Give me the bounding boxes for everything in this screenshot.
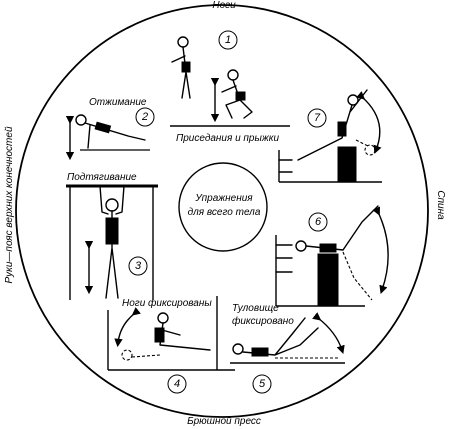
- exercise-4-label: Ноги фиксированы: [122, 297, 212, 309]
- exercise-2-number: 2: [141, 111, 148, 123]
- exercise-4-number-circle: [167, 374, 187, 394]
- exercise-7-number-circle: [307, 108, 327, 128]
- sector-label-back: Спина: [435, 190, 446, 220]
- exercise-5-label-line2: фиксировано: [232, 315, 294, 327]
- exercise-2-label: Отжимание: [89, 97, 147, 108]
- exercise-1-label: Приседания и прыжки: [176, 133, 279, 144]
- exercise-4-illustration: [107, 296, 235, 371]
- exercise-5-illustration: [230, 312, 345, 364]
- exercise-1-number-circle: [218, 30, 238, 50]
- exercise-2-number-circle: [135, 107, 155, 127]
- exercise-1-illustration: [170, 36, 290, 127]
- exercise-6-number-circle: [308, 212, 328, 232]
- exercise-5-label-line1: Туловище: [232, 303, 279, 314]
- exercise-7-illustration: [278, 89, 382, 183]
- exercise-7-number: 7: [314, 112, 321, 124]
- center-circle: [178, 162, 268, 252]
- exercise-6-illustration: [275, 205, 389, 307]
- exercise-3-label: Подтягивание: [67, 172, 137, 183]
- exercise-2-illustration: [65, 114, 150, 161]
- exercise-3-number: 3: [135, 260, 142, 272]
- exercise-5-number: 5: [259, 378, 266, 390]
- exercise-5-number-circle: [252, 374, 272, 394]
- exercise-3-illustration: [66, 184, 158, 300]
- exercise-6-number: 6: [315, 216, 322, 228]
- sector-label-legs: Ноги: [212, 0, 236, 11]
- center-text-line1: Упражнения: [194, 193, 253, 204]
- exercise-4-number: 4: [174, 378, 180, 390]
- sector-label-arms: Руки—пояс верхних конечностей: [4, 126, 15, 283]
- outer-circle: [15, 4, 429, 418]
- sector-label-abs: Брюшной пресс: [187, 416, 261, 427]
- center-text-line2: для всего тела: [188, 207, 261, 218]
- exercise-3-number-circle: [128, 256, 148, 276]
- exercise-1-number: 1: [225, 34, 231, 46]
